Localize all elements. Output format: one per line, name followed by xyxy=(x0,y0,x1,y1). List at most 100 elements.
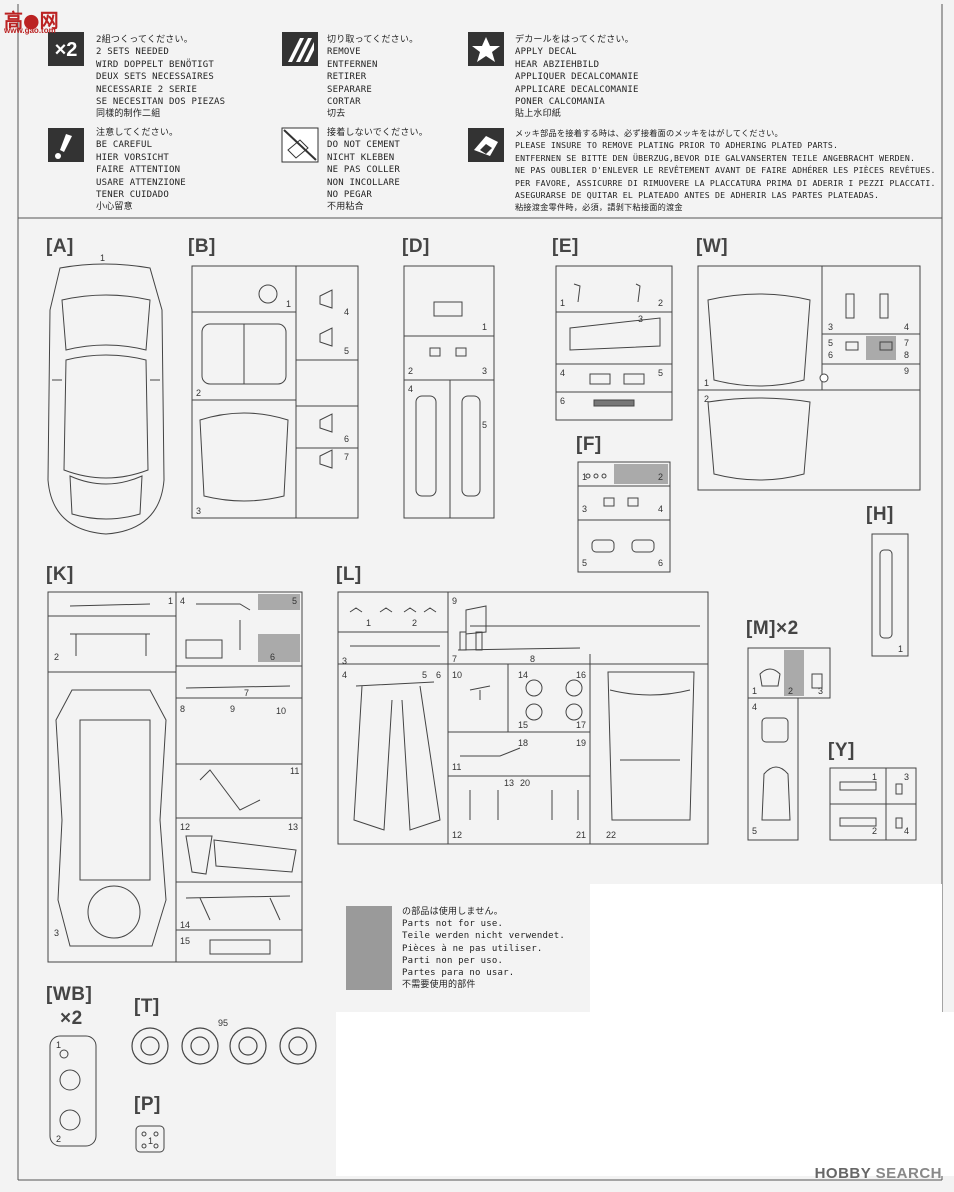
legend-x2-text: 2組つくってください。 2 SETS NEEDED WIRD DOPPELT B… xyxy=(96,35,226,120)
part-number: 6 xyxy=(270,652,276,662)
part-number: 2 xyxy=(408,366,414,376)
part-number: 17 xyxy=(576,720,587,730)
part-number: 6 xyxy=(344,434,350,444)
svg-text:×2: ×2 xyxy=(55,39,78,61)
part-number: 4 xyxy=(904,826,910,836)
part-number: 3 xyxy=(196,506,202,516)
part-number: 9 xyxy=(904,366,910,376)
sprue-d-drawing xyxy=(403,265,495,519)
blank-area xyxy=(590,884,942,1014)
no-cement-icon xyxy=(281,127,319,163)
part-number: 6 xyxy=(560,396,566,406)
part-number: 2 xyxy=(658,472,664,482)
part-number: 5 xyxy=(344,346,350,356)
part-number: 10 xyxy=(452,670,463,680)
part-number: 4 xyxy=(408,384,414,394)
not-for-use-note: の部品は使用しません。 Parts not for use. Teile wer… xyxy=(402,907,565,991)
legend-no-cement-text: 接着しないでください。 DO NOT CEMENT NICHT KLEBEN N… xyxy=(327,128,428,213)
part-number: 20 xyxy=(520,778,531,788)
sprue-a-label: [A] xyxy=(46,236,74,257)
part-number: 3 xyxy=(482,366,488,376)
part-number: 2 xyxy=(196,388,202,398)
part-number: 3 xyxy=(582,504,588,514)
part-number: 13 xyxy=(288,822,299,832)
part-number: 95 xyxy=(218,1018,229,1028)
sprue-h-label: [H] xyxy=(866,504,894,525)
sprue-f-drawing xyxy=(577,461,671,573)
part-number: 7 xyxy=(452,654,458,664)
plating-icon xyxy=(468,128,504,162)
part-number: 19 xyxy=(576,738,587,748)
sprue-k-drawing xyxy=(47,591,303,963)
part-number: 7 xyxy=(344,452,350,462)
sprue-y-drawing xyxy=(829,767,917,841)
sprue-y-label: [Y] xyxy=(828,740,855,761)
part-number: 11 xyxy=(290,766,300,776)
legend-caution-text: 注意してください。 BE CAREFUL HIER VORSICHT FAIRE… xyxy=(96,128,186,213)
blank-area-lower xyxy=(336,1012,954,1176)
part-number: 7 xyxy=(904,338,910,348)
part-number: 4 xyxy=(560,368,566,378)
part-number: 9 xyxy=(230,704,236,714)
sprue-b-label: [B] xyxy=(188,236,216,257)
sprue-b-drawing xyxy=(191,265,359,519)
sprue-d-label: [D] xyxy=(402,236,430,257)
part-number: 7 xyxy=(244,688,250,698)
sprue-l-drawing xyxy=(337,591,709,845)
part-number: 18 xyxy=(518,738,529,748)
sprue-f-label: [F] xyxy=(576,434,602,455)
sprue-t-label: [T] xyxy=(134,996,160,1017)
sprue-p-label: [P] xyxy=(134,1094,161,1115)
sprue-t-drawing xyxy=(131,1027,317,1065)
part-number: 13 xyxy=(504,778,515,788)
sprue-p-drawing xyxy=(135,1125,165,1153)
part-number: 1 xyxy=(100,253,106,263)
part-number: 6 xyxy=(436,670,442,680)
part-number: 2 xyxy=(788,686,794,696)
sprue-wb-drawing xyxy=(49,1035,97,1147)
part-number: 5 xyxy=(828,338,834,348)
part-number: 8 xyxy=(530,654,536,664)
part-number: 11 xyxy=(452,762,462,772)
part-number: 5 xyxy=(482,420,488,430)
part-number: 16 xyxy=(576,670,587,680)
part-number: 5 xyxy=(658,368,664,378)
sprue-w-label: [W] xyxy=(696,236,729,257)
sprue-wb-label: [WB] xyxy=(46,984,93,1005)
part-number: 1 xyxy=(148,1136,154,1146)
hobbysearch-watermark: HOBBY SEARCH xyxy=(814,1165,942,1182)
watermark-logo: 高●网 xyxy=(4,10,59,32)
part-number: 5 xyxy=(292,596,298,606)
part-number: 4 xyxy=(752,702,758,712)
part-number: 3 xyxy=(828,322,834,332)
part-number: 4 xyxy=(658,504,664,514)
sprue-h-drawing xyxy=(871,533,909,657)
part-number: 1 xyxy=(168,596,174,606)
sprue-w-drawing xyxy=(697,265,921,491)
part-number: 1 xyxy=(482,322,488,332)
part-number: 1 xyxy=(704,378,710,388)
part-number: 4 xyxy=(904,322,910,332)
part-number: 12 xyxy=(180,822,191,832)
part-number: 5 xyxy=(422,670,428,680)
sprue-wb-count: ×2 xyxy=(60,1008,83,1029)
part-number: 10 xyxy=(276,706,287,716)
part-number: 5 xyxy=(582,558,588,568)
part-number: 15 xyxy=(180,936,191,946)
part-number: 1 xyxy=(872,772,878,782)
unused-gray-swatch xyxy=(346,906,392,990)
caution-icon xyxy=(48,128,84,162)
sprue-l-label: [L] xyxy=(336,564,362,585)
part-number: 6 xyxy=(658,558,664,568)
part-number: 14 xyxy=(180,920,191,930)
legend-plating-text: メッキ部品を接着する時は、必ず接着面のメッキをはがしてください。 PLEASE … xyxy=(515,128,936,213)
part-number: 12 xyxy=(452,830,463,840)
part-number: 2 xyxy=(56,1134,62,1144)
sprue-e-label: [E] xyxy=(552,236,579,257)
part-number: 22 xyxy=(606,830,617,840)
sprue-m-label: [M]×2 xyxy=(746,618,799,639)
part-number: 21 xyxy=(576,830,587,840)
x2-icon: ×2 xyxy=(48,32,84,66)
legend-cut-text: 切り取ってください。 REMOVE ENTFERNEN RETIRER SEPA… xyxy=(327,35,419,120)
